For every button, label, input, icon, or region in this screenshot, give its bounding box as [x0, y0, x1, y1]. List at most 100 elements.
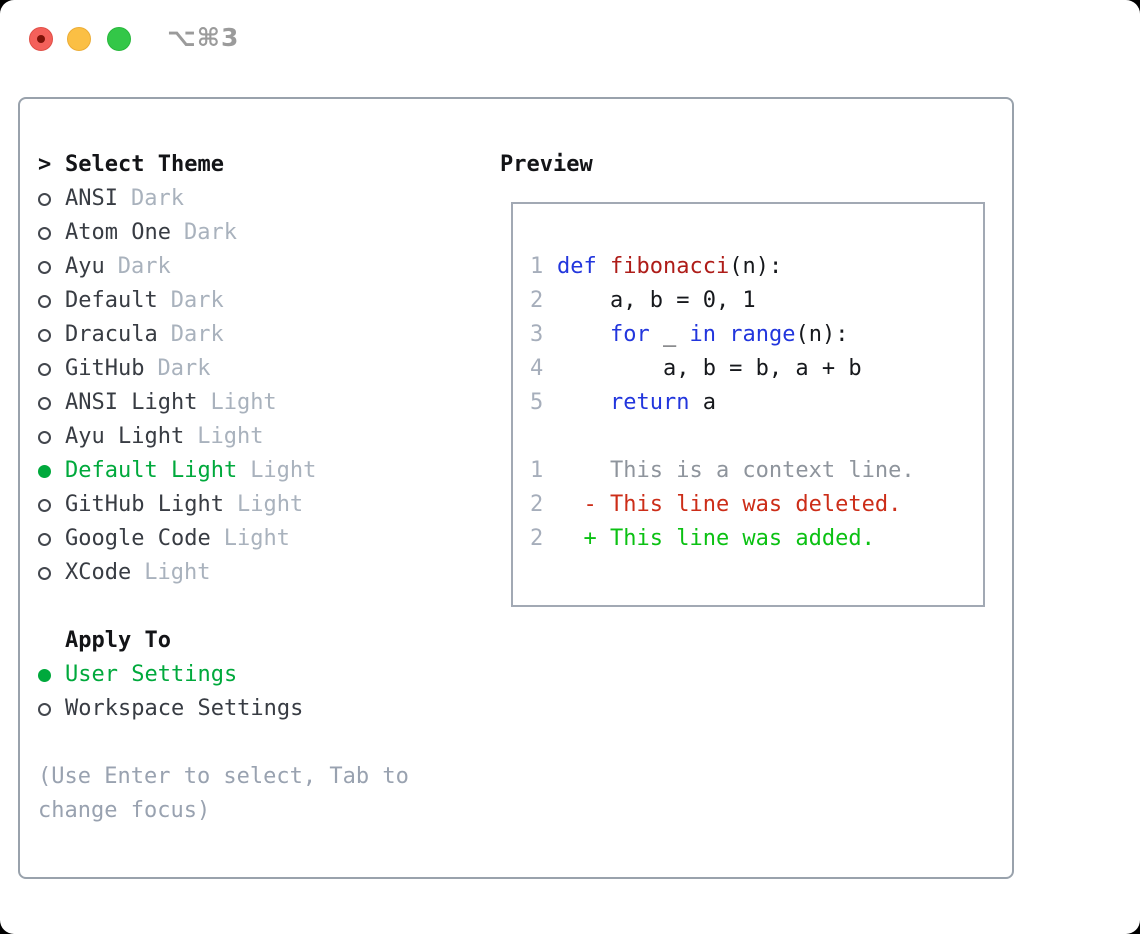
- apply-to-option[interactable]: User Settings: [38, 658, 468, 692]
- line-number: 2: [530, 526, 544, 551]
- option-tag: Dark: [157, 356, 211, 381]
- theme-option[interactable]: ANSI Dark: [38, 182, 468, 216]
- line-number: 3: [530, 322, 544, 347]
- theme-option[interactable]: GitHub Dark: [38, 352, 468, 386]
- select-theme-title: Select Theme: [65, 152, 224, 177]
- preview-line: 1 This is a context line.: [530, 454, 983, 488]
- option-tag: Dark: [117, 254, 171, 279]
- select-theme-header: > Select Theme: [38, 148, 468, 182]
- radio-icon: [38, 328, 51, 342]
- theme-option[interactable]: XCode Light: [38, 556, 468, 590]
- unsaved-dot-icon: [37, 35, 45, 43]
- preview-line: [530, 420, 983, 454]
- option-label: Google Code: [65, 526, 211, 551]
- preview-line: 2 a, b = 0, 1: [530, 284, 983, 318]
- theme-option[interactable]: Default Dark: [38, 284, 468, 318]
- close-button[interactable]: [29, 27, 53, 51]
- theme-option[interactable]: Dracula Dark: [38, 318, 468, 352]
- line-number: 5: [530, 390, 544, 415]
- token-keyword: def: [557, 254, 610, 279]
- preview-line: 2 - This line was deleted.: [530, 488, 983, 522]
- option-label: Dracula: [65, 322, 158, 347]
- option-label: GitHub Light: [65, 492, 224, 517]
- token-keyword: return: [609, 390, 690, 415]
- titlebar: ⌥⌘3: [0, 0, 1140, 72]
- option-tag: Light: [223, 526, 290, 551]
- token-added: + This line was added.: [557, 526, 875, 551]
- preview-line: 2 + This line was added.: [530, 522, 983, 556]
- option-tag: Light: [210, 390, 277, 415]
- option-label: Default: [65, 288, 158, 313]
- token-keyword: in: [689, 322, 716, 347]
- minimize-button[interactable]: [67, 27, 91, 51]
- option-tag: Light: [236, 492, 304, 517]
- radio-icon: [38, 226, 51, 240]
- radio-icon: [38, 498, 51, 512]
- line-number: 1: [530, 458, 544, 483]
- token-plain: a: [689, 390, 716, 415]
- option-tag: Dark: [170, 322, 224, 347]
- help-text-line-2: change focus): [38, 798, 211, 823]
- token-plain: [557, 386, 610, 420]
- preview-line: 3 for _ in range(n):: [530, 318, 983, 352]
- line-number: [530, 420, 557, 454]
- option-label: Default Light: [65, 458, 238, 483]
- apply-to-header: Apply To: [38, 624, 468, 658]
- token-keyword: for: [609, 322, 650, 347]
- token-plain: [557, 318, 610, 352]
- token-function: fibonacci: [609, 254, 730, 279]
- token-plain: _: [649, 322, 690, 347]
- apply-to-option[interactable]: Workspace Settings: [38, 692, 468, 726]
- option-tag: Dark: [130, 186, 184, 211]
- radio-icon: [38, 566, 51, 580]
- option-tag: Light: [144, 560, 211, 585]
- radio-icon: [38, 294, 51, 308]
- option-tag: Dark: [183, 220, 237, 245]
- window-shortcut-label: ⌥⌘3: [167, 23, 240, 52]
- token-keyword: range: [729, 322, 796, 347]
- option-tag: Light: [197, 424, 264, 449]
- option-label: Ayu Light: [65, 424, 185, 449]
- radio-icon: [38, 192, 51, 206]
- token-context: This is a context line.: [557, 458, 915, 483]
- radio-selected-icon: [38, 668, 51, 682]
- cursor-icon: >: [38, 152, 52, 177]
- option-label: GitHub: [65, 356, 145, 381]
- theme-option[interactable]: Google Code Light: [38, 522, 468, 556]
- line-number: 2: [530, 288, 544, 313]
- radio-icon: [38, 430, 51, 444]
- preview-title: Preview: [500, 152, 593, 177]
- theme-option[interactable]: Ayu Light Light: [38, 420, 468, 454]
- option-label: Atom One: [65, 220, 171, 245]
- token-deleted: - This line was deleted.: [557, 492, 902, 517]
- option-label: ANSI: [65, 186, 118, 211]
- token-plain: a, b = b, a + b: [557, 356, 862, 381]
- radio-icon: [38, 396, 51, 410]
- help-text-line-1: (Use Enter to select, Tab to: [38, 764, 409, 789]
- zoom-button[interactable]: [107, 27, 131, 51]
- radio-icon: [38, 532, 51, 546]
- token-plain: a, b = 0, 1: [557, 288, 756, 313]
- line-number: 1: [530, 254, 544, 279]
- token-plain: (n):: [795, 322, 849, 347]
- option-label: Ayu: [65, 254, 105, 279]
- option-label: XCode: [65, 560, 132, 585]
- theme-option[interactable]: Ayu Dark: [38, 250, 468, 284]
- radio-icon: [38, 702, 51, 716]
- line-number: 2: [530, 492, 544, 517]
- theme-option[interactable]: GitHub Light Light: [38, 488, 468, 522]
- spacer: [38, 726, 468, 760]
- preview-line: 4 a, b = b, a + b: [530, 352, 983, 386]
- option-tag: Dark: [170, 288, 224, 313]
- apply-to-title: Apply To: [65, 628, 171, 653]
- token-plain: [716, 318, 729, 352]
- theme-option[interactable]: Atom One Dark: [38, 216, 468, 250]
